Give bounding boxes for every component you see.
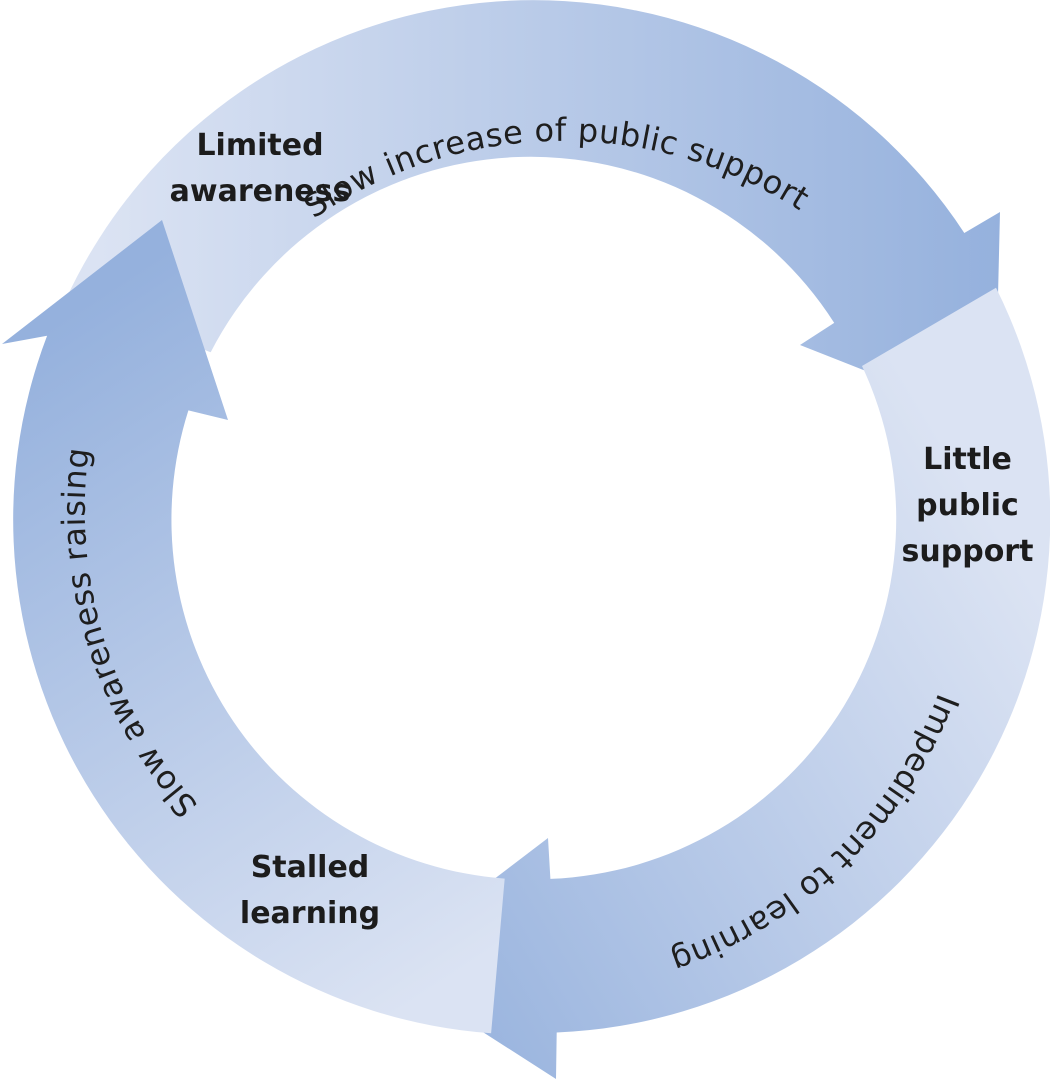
node-little-public-support: Little public support	[901, 442, 1034, 569]
node-limited-awareness: Limited awareness	[169, 128, 351, 209]
right-arrow	[380, 287, 1050, 1079]
node-stalled-learning: Stalled learning	[239, 850, 381, 931]
top-arrow	[66, 0, 1000, 423]
left-arrow	[2, 220, 505, 1034]
